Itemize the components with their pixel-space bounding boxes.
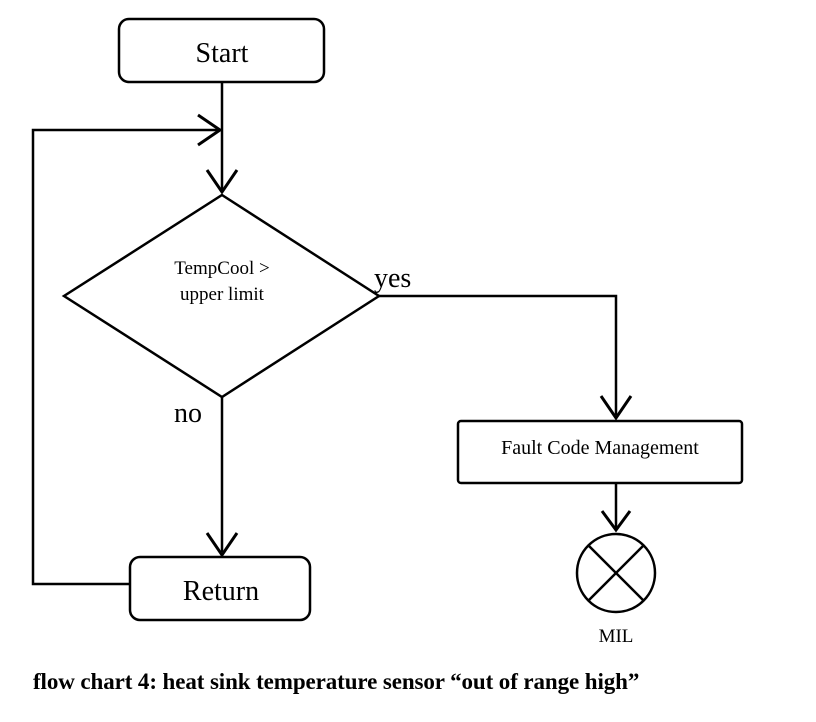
- start-label: Start: [196, 38, 249, 69]
- loop-back-line: [31, 128, 218, 586]
- return-label: Return: [183, 576, 259, 607]
- no-label: no: [174, 398, 202, 429]
- return-box: [128, 555, 312, 622]
- fault-to-mil-arrowhead: [600, 510, 632, 533]
- yes-branch-line: [379, 294, 618, 415]
- no-branch-arrowhead: [205, 532, 239, 558]
- yes-label: yes: [374, 263, 411, 294]
- yes-branch-arrowhead: [599, 395, 633, 421]
- mil-label: MIL: [599, 626, 634, 647]
- fault-code-management-label: Fault Code Management: [501, 437, 699, 459]
- start-to-decision-arrowhead: [205, 169, 239, 195]
- figure-caption: flow chart 4: heat sink temperature sens…: [33, 669, 640, 694]
- decision-label-line1: TempCool >: [174, 258, 269, 279]
- fault-code-management-box: [456, 419, 744, 485]
- decision-label-line2: upper limit: [180, 284, 265, 305]
- loop-back-arrowhead: [197, 113, 223, 147]
- mil-cross-line-2: [587, 544, 645, 602]
